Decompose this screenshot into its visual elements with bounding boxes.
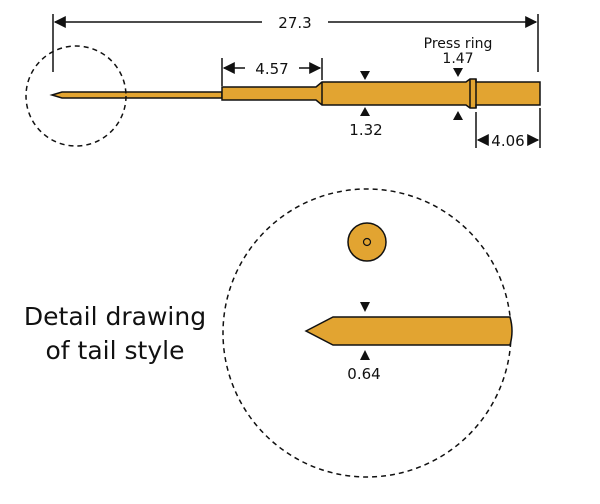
arrow-bottom [360, 107, 370, 116]
tail-detail-side-view: 0.64 [304, 302, 513, 383]
body-diameter-label: 1.32 [349, 121, 382, 139]
caption-line-1: Detail drawing [24, 302, 206, 331]
overall-length-dimension: 27.3 [52, 14, 539, 72]
arrow-bottom [453, 111, 463, 120]
end-view-center [362, 237, 372, 247]
detail-callout-circle [25, 45, 127, 147]
press-ring-dimension: Press ring 1.47 [424, 36, 493, 120]
pin-tail [49, 91, 223, 99]
tail-detail-shape [304, 316, 513, 346]
press-ring-diameter-label: 1.47 [442, 51, 473, 67]
detail-caption: Detail drawing of tail style [24, 302, 206, 365]
overall-length-label: 27.3 [278, 14, 311, 32]
end-length-dimension: 4.06 [475, 108, 541, 150]
end-length-label: 4.06 [491, 132, 524, 150]
tail-length-label: 4.57 [255, 60, 288, 78]
end-view-disc [347, 222, 387, 262]
tail-length-dimension: 4.57 [221, 58, 323, 86]
pin-side-view [49, 78, 541, 109]
tail-end-view [347, 222, 387, 262]
arrow-top [360, 71, 370, 80]
arrow-top [360, 302, 370, 312]
arrow-top [453, 68, 463, 77]
body-diameter-dimension: 1.32 [349, 71, 383, 139]
tail-diameter-label: 0.64 [347, 365, 380, 383]
caption-line-2: of tail style [46, 336, 185, 365]
arrow-bottom [360, 350, 370, 360]
press-ring-title: Press ring [424, 36, 493, 52]
pin-body [221, 78, 541, 109]
